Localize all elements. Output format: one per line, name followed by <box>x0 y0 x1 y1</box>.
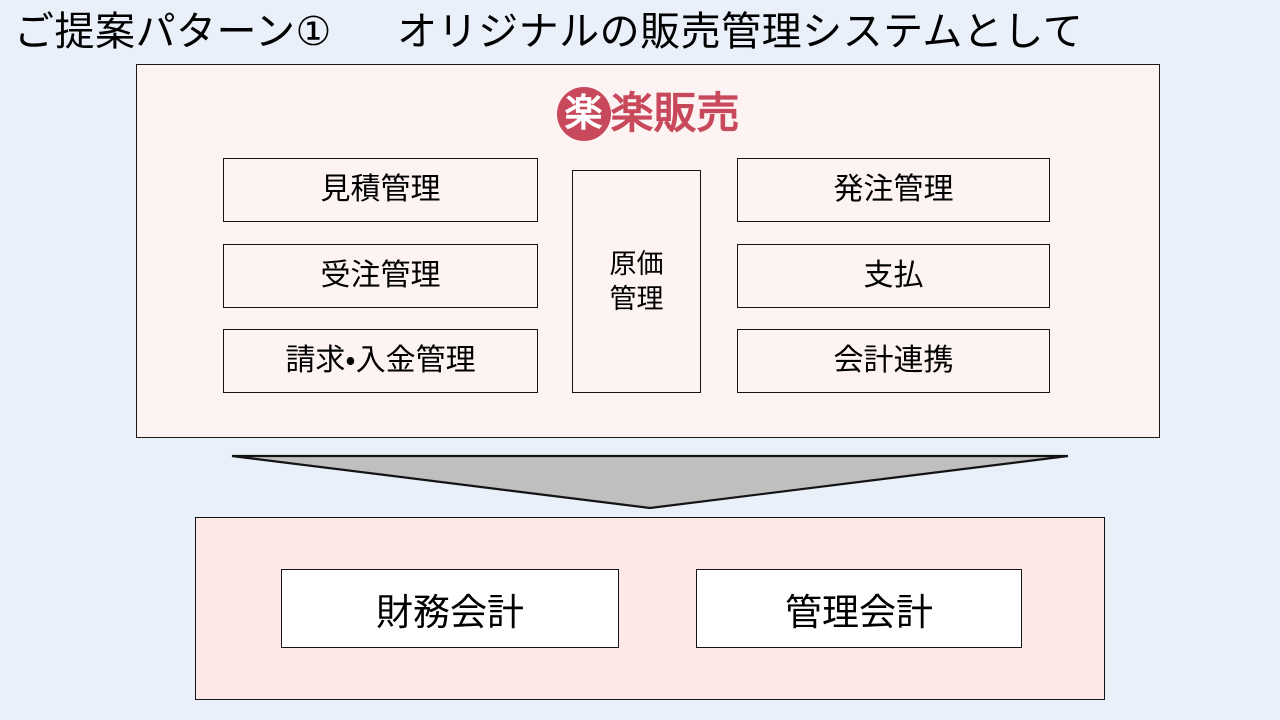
module-box-order-received[interactable]: 受注管理 <box>223 244 538 308</box>
page-title-pattern: ご提案パターン① <box>14 10 332 54</box>
module-grid: 見積管理 受注管理 請求・入金管理 原価 管理 発注管理 支払 会計連携 <box>137 65 1159 437</box>
product-panel: 楽 楽販売 見積管理 受注管理 請求・入金管理 原価 管理 発注管理 支払 会計… <box>136 64 1160 438</box>
accounting-label: 管理会計 <box>785 591 933 633</box>
module-label: 見積管理 <box>320 173 441 207</box>
module-box-accounting-link[interactable]: 会計連携 <box>737 329 1050 393</box>
module-box-purchase-order[interactable]: 発注管理 <box>737 158 1050 222</box>
accounting-box-managerial[interactable]: 管理会計 <box>696 569 1022 648</box>
accounting-label: 財務会計 <box>376 591 524 633</box>
module-label: 会計連携 <box>833 344 954 378</box>
module-label-line1: 原価 <box>609 248 664 279</box>
logo-badge-icon: 楽 <box>556 87 611 141</box>
module-box-billing-payment[interactable]: 請求・入金管理 <box>223 329 538 393</box>
module-box-quotation[interactable]: 見積管理 <box>223 158 538 222</box>
module-label: 支払 <box>863 259 924 293</box>
accounting-panel: 財務会計 管理会計 <box>195 517 1105 700</box>
module-label-line2: 管理 <box>609 283 664 314</box>
page-title: ご提案パターン① オリジナルの販売管理システムとして <box>14 6 1264 58</box>
module-box-payment[interactable]: 支払 <box>737 244 1050 308</box>
down-arrow-icon <box>230 450 1070 512</box>
module-label: 発注管理 <box>833 173 954 207</box>
rakuraku-hanbai-logo: 楽 楽販売 <box>137 83 1159 145</box>
logo-wordmark: 楽販売 <box>610 90 740 138</box>
module-box-cost-management[interactable]: 原価 管理 <box>572 170 701 393</box>
module-label: 受注管理 <box>320 259 441 293</box>
accounting-box-financial[interactable]: 財務会計 <box>281 569 619 648</box>
page-title-subject: オリジナルの販売管理システムとして <box>397 10 1084 54</box>
module-label: 請求・入金管理 <box>285 344 476 378</box>
